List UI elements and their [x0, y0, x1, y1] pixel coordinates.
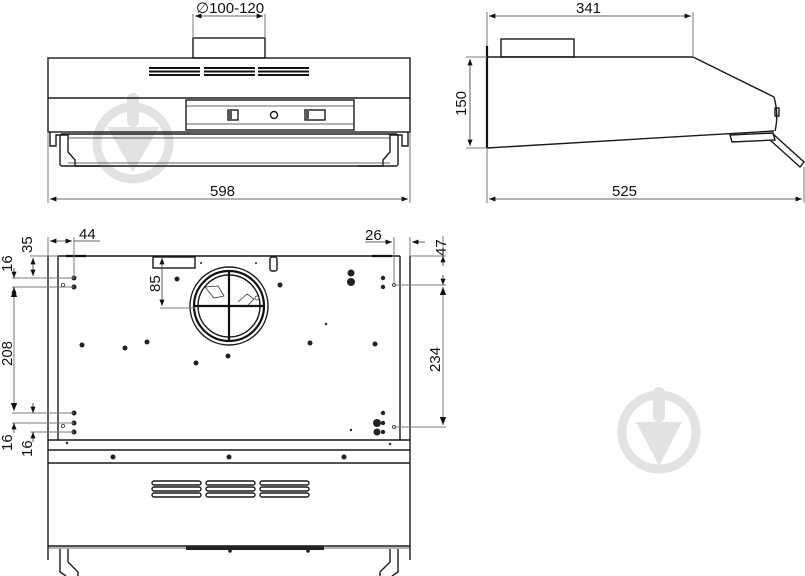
right-234-label: 234: [427, 347, 444, 372]
side-duct: [500, 38, 575, 58]
visor-handle-side: [729, 132, 776, 143]
mount-slot: [269, 256, 278, 272]
mount-tab: [152, 256, 196, 269]
front-visor: [59, 133, 399, 167]
light-switch-icon: [227, 109, 239, 121]
left-16-bottom-b-label: 16: [19, 440, 36, 457]
height-label: 150: [453, 91, 470, 116]
width-label: 598: [210, 183, 235, 200]
duct-diameter-label: ∅100-120: [196, 0, 264, 17]
bottom-view: 44 35 16 208 16 16 85 26: [0, 226, 450, 576]
duct-offset-85-label: 85: [147, 275, 164, 292]
control-panel: [185, 99, 355, 131]
left-16-bottom-a-label: 16: [0, 434, 16, 451]
fan-switch-icon: [304, 109, 326, 121]
left-16-top-label: 16: [0, 255, 16, 272]
right-47-label: 47: [433, 239, 450, 256]
brand-logo-watermark-icon: [617, 387, 701, 474]
duct-collar: [192, 37, 266, 59]
left-35-label: 35: [19, 236, 36, 253]
right-offset-26-label: 26: [365, 227, 382, 244]
side-view: 341 150 525: [453, 0, 805, 203]
left-208-label: 208: [0, 341, 16, 366]
total-depth-label: 525: [612, 183, 637, 200]
exhaust-outlet-icon: [189, 266, 269, 346]
bottom-vents: [151, 480, 310, 498]
hood-body: [47, 57, 411, 133]
side-button: [774, 107, 780, 117]
indicator-light-icon: [269, 110, 279, 120]
top-depth-label: 341: [576, 0, 601, 17]
mounting-holes: [61, 262, 396, 460]
left-offset-44-label: 44: [79, 226, 96, 243]
front-vents: [149, 67, 309, 76]
front-view: ∅100-120: [47, 0, 411, 203]
